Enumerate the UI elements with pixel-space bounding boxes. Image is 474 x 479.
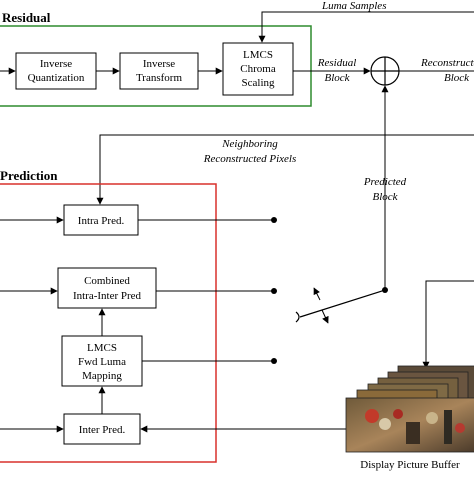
reconstructed-block-label-2: Block xyxy=(444,72,470,84)
to-buffer-arrow xyxy=(422,280,474,369)
lmcs-chroma-label-1: LMCS xyxy=(243,49,273,61)
residual-section-title: Residual xyxy=(2,10,51,25)
lmcs-contact xyxy=(271,358,277,364)
prediction-group-frame xyxy=(0,183,217,463)
lmcs-chroma-label-2: Chroma xyxy=(240,63,276,75)
inter-pred-block: Inter Pred. xyxy=(63,413,141,445)
display-picture-buffer-caption: Display Picture Buffer xyxy=(360,459,460,471)
intra-pred-label: Intra Pred. xyxy=(78,215,125,227)
intra-contact xyxy=(271,217,277,223)
reconstructed-block-label-1: Reconstructed xyxy=(420,57,474,69)
residual-group-frame xyxy=(0,25,312,107)
inverse-quantization-label-1: Inverse xyxy=(40,58,72,70)
lmcs-fwd-label-3: Mapping xyxy=(82,370,122,382)
lmcs-fwd-label-2: Fwd Luma xyxy=(78,356,126,368)
inverse-transform-label-1: Inverse xyxy=(143,58,175,70)
lmcs-fwd-label-1: LMCS xyxy=(87,342,117,354)
inverse-quantization-label-2: Quantization xyxy=(28,72,85,84)
combined-pred-block: Combined Intra-Inter Pred xyxy=(57,267,157,309)
residual-block-label-2: Block xyxy=(324,72,350,84)
display-picture-buffer xyxy=(345,365,474,453)
predicted-block-label-1: Predicted xyxy=(363,176,407,188)
combined-contact xyxy=(271,288,277,294)
adder-circle xyxy=(370,56,400,86)
inter-pred-label: Inter Pred. xyxy=(79,424,126,436)
combined-pred-label-2: Intra-Inter Pred xyxy=(73,290,142,302)
neighboring-pixels-label-1: Neighboring xyxy=(221,138,278,150)
prediction-section-title: Prediction xyxy=(0,168,58,183)
inverse-quantization-block: Inverse Quantization xyxy=(15,52,97,90)
luma-samples-label: Luma Samples xyxy=(321,0,386,12)
neighboring-pixels-label-2: Reconstructed Pixels xyxy=(203,153,297,165)
lmcs-fwd-luma-block: LMCS Fwd Luma Mapping xyxy=(61,335,143,387)
combined-pred-label-1: Combined xyxy=(84,275,130,287)
inverse-transform-label-2: Transform xyxy=(136,72,182,84)
lmcs-chroma-label-3: Scaling xyxy=(242,77,275,89)
prediction-selector-switch xyxy=(295,287,388,324)
lmcs-chroma-scaling-block: LMCS Chroma Scaling xyxy=(222,42,294,96)
neighboring-pixels-arrow xyxy=(96,134,474,205)
luma-samples-arrow xyxy=(258,11,474,43)
intra-pred-block: Intra Pred. xyxy=(63,204,139,236)
predicted-block-label-2: Block xyxy=(372,191,398,203)
residual-block-label-1: Residual xyxy=(317,57,357,69)
inverse-transform-block: Inverse Transform xyxy=(119,52,199,90)
